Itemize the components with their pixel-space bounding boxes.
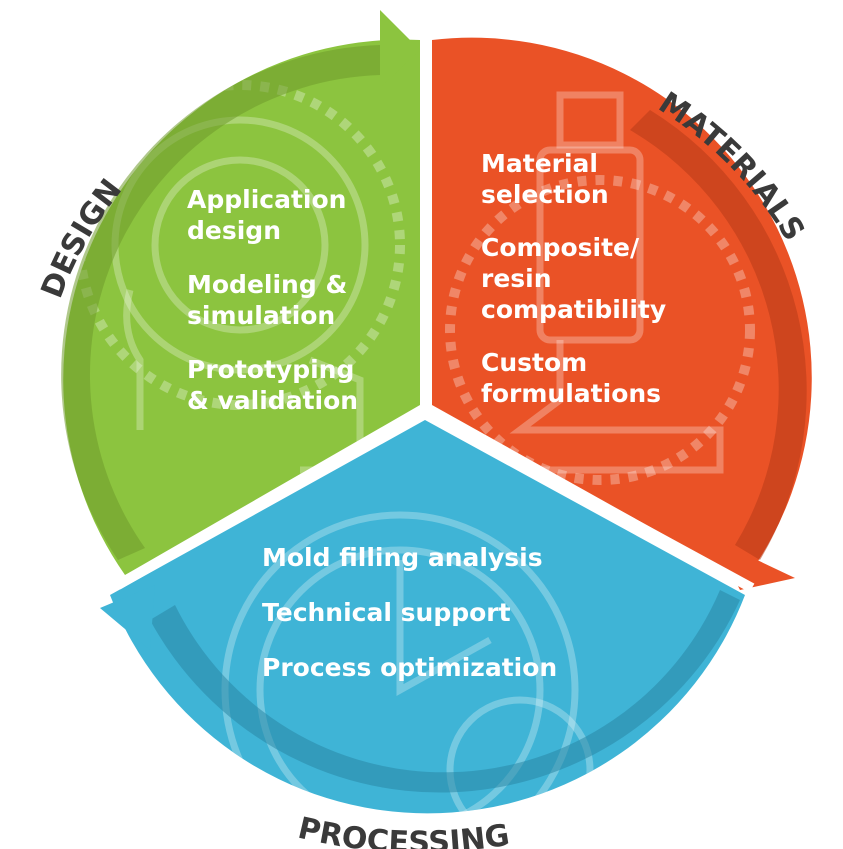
processing-wedge xyxy=(110,420,745,814)
design-arrow-band xyxy=(61,45,381,560)
design-item-3-line-2: & validation xyxy=(187,386,358,415)
materials-item-3-line-1: Custom xyxy=(481,348,587,377)
processing-item-3: Process optimization xyxy=(262,653,557,682)
processing-item-2: Technical support xyxy=(262,598,511,627)
materials-microscope-illustration xyxy=(445,91,755,485)
materials-item-2-line-3: compatibility xyxy=(481,295,666,324)
design-arrowhead xyxy=(380,10,420,88)
materials-item-3-line-2: formulations xyxy=(481,379,661,408)
design-item-3-line-1: Prototyping xyxy=(187,355,354,384)
design-item-1-line-2: design xyxy=(187,216,281,245)
design-item-2-line-2: simulation xyxy=(187,301,335,330)
processing-label: PROCESSING xyxy=(295,811,512,849)
design-sector xyxy=(61,10,421,576)
processing-sector xyxy=(100,420,745,814)
materials-item-1-line-2: selection xyxy=(481,180,609,209)
processing-item-1-line-1: Mold filling analysis xyxy=(262,543,543,572)
materials-arrow-band xyxy=(630,110,807,560)
processing-item-2-line-1: Technical support xyxy=(262,598,511,627)
processing-arrow-band xyxy=(150,590,740,793)
processing-item-3-line-1: Process optimization xyxy=(262,653,557,682)
processing-item-1: Mold filling analysis xyxy=(262,543,543,572)
processing-arrowhead xyxy=(100,585,155,650)
design-item-2-line-1: Modeling & xyxy=(187,270,347,299)
materials-item-2-line-2: resin xyxy=(481,264,552,293)
materials-item-2-line-1: Composite/ xyxy=(481,233,640,262)
design-item-2: Modeling &simulation xyxy=(187,270,347,330)
materials-item-1-line-1: Material xyxy=(481,149,598,178)
design-item-1-line-1: Application xyxy=(187,185,346,214)
materials-sector xyxy=(432,37,812,590)
sector-dividers xyxy=(115,30,755,593)
design-item-3: Prototyping& validation xyxy=(187,355,358,415)
